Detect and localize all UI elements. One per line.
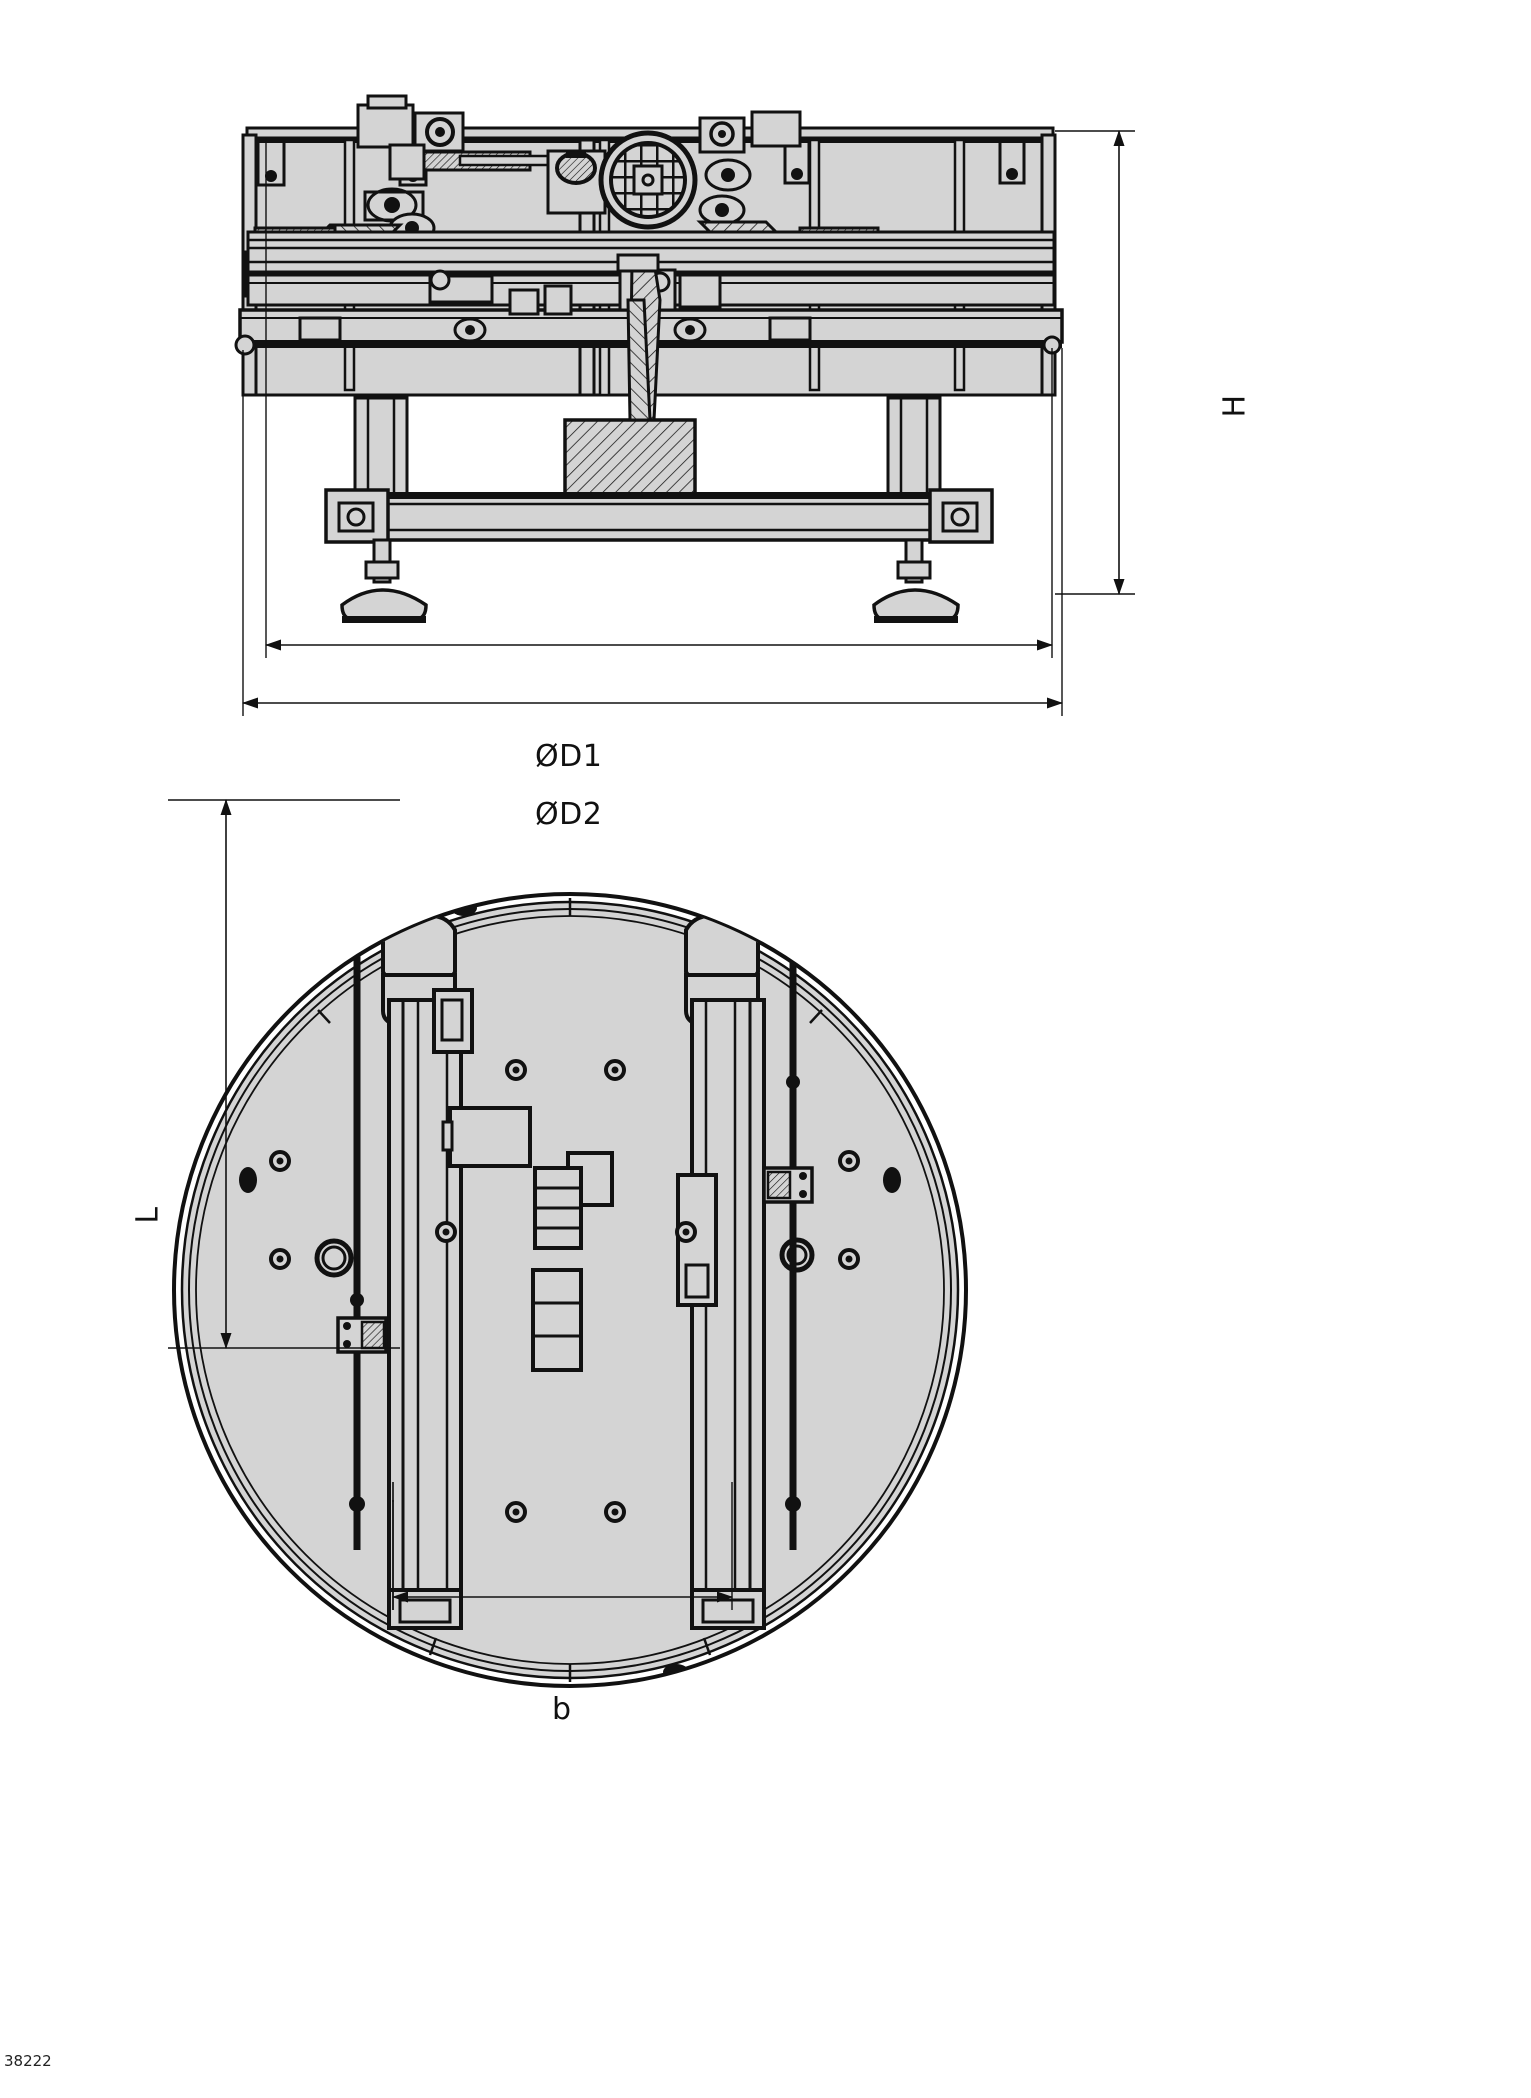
elevation-view bbox=[234, 94, 1135, 716]
slotted-plate-lower bbox=[531, 1268, 583, 1372]
dimension-D2 bbox=[242, 348, 1063, 716]
mounting-hole-pattern bbox=[269, 1059, 860, 1523]
support-legs-and-base bbox=[324, 396, 994, 544]
dimension-label-L: L bbox=[130, 1206, 166, 1224]
plan-view bbox=[168, 799, 968, 1688]
right-guide-rail bbox=[676, 914, 766, 1630]
central-motor-unit bbox=[546, 149, 607, 215]
dimension-label-D1: ØD1 bbox=[535, 739, 603, 774]
rotary-drive-wheel bbox=[598, 130, 698, 230]
left-lead-screw bbox=[336, 895, 388, 1550]
right-lead-screw bbox=[762, 895, 814, 1550]
junction-box bbox=[441, 1106, 532, 1168]
turntable-contents bbox=[239, 895, 901, 1682]
slotted-plate-upper bbox=[533, 1166, 583, 1250]
leveling-foot-left bbox=[340, 538, 428, 623]
dimension-label-b: b bbox=[552, 1692, 572, 1727]
dimension-label-H: H bbox=[1217, 394, 1253, 418]
dimension-L bbox=[168, 799, 400, 1349]
sheet-number: 38222 bbox=[4, 2052, 52, 2070]
dimension-label-D2: ØD2 bbox=[535, 797, 603, 832]
left-guide-rail bbox=[381, 914, 474, 1630]
dimension-D1 bbox=[265, 138, 1053, 658]
dimension-b bbox=[392, 1482, 733, 1610]
dimension-H bbox=[1055, 130, 1135, 595]
leveling-foot-right bbox=[872, 538, 960, 623]
